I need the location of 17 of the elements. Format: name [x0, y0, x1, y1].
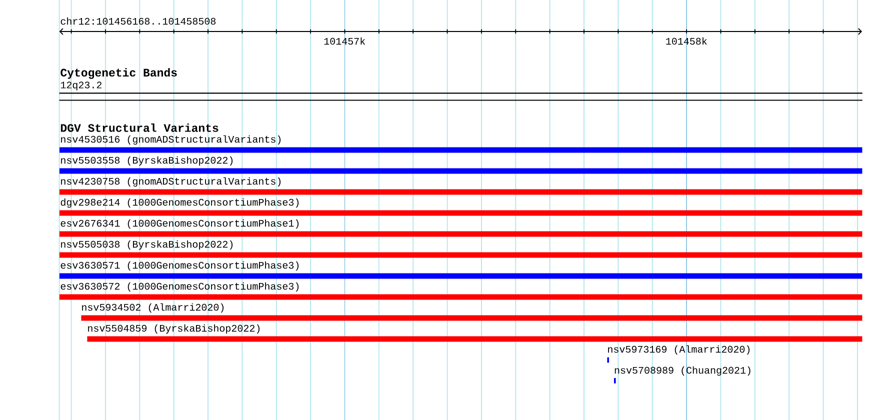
variant-label: nsv5934502 (Almarri2020)	[82, 303, 224, 313]
variant-label: esv3630572 (1000GenomesConsortiumPhase3)	[60, 282, 299, 292]
variant-label: dgv298e214 (1000GenomesConsortiumPhase3)	[60, 198, 299, 208]
track-heading: DGV Structural Variants	[60, 123, 218, 132]
variant-label: nsv4230758 (gnomADStructuralVariants)	[61, 177, 281, 187]
band-label: 12q23.2	[60, 82, 102, 90]
tick-label: 101457k	[324, 37, 366, 45]
locus-label: chr12:101456168..101458508	[60, 17, 216, 25]
variant-label: nsv5505038 (ByrskaBishop2022)	[61, 240, 233, 250]
variant-label: nsv5504859 (ByrskaBishop2022)	[88, 324, 260, 334]
variant-label: nsv5708989 (Chuang2021)	[614, 366, 750, 376]
variant-label: esv2676341 (1000GenomesConsortiumPhase1)	[60, 219, 299, 229]
tick-label: 101458k	[666, 37, 707, 45]
variant-label: nsv5503558 (ByrskaBishop2022)	[61, 156, 233, 166]
variant-label: esv3630571 (1000GenomesConsortiumPhase3)	[60, 261, 299, 271]
variant-label: nsv4530516 (gnomADStructuralVariants)	[61, 135, 281, 145]
variant-label: nsv5973169 (Almarri2020)	[608, 345, 750, 355]
